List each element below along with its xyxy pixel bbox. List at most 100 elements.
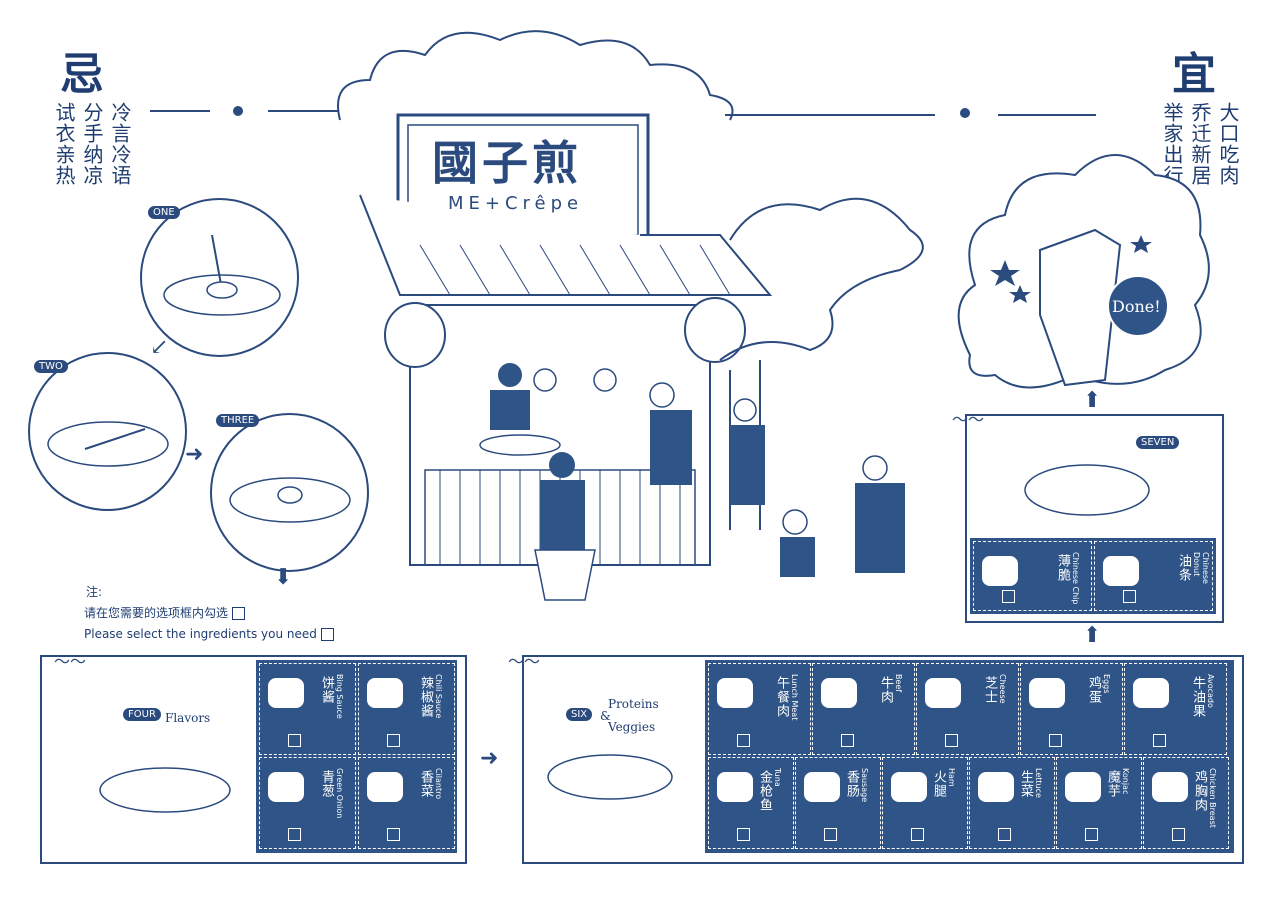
cheese-icon: [925, 678, 961, 708]
ingredient-checkbox[interactable]: [841, 734, 854, 747]
suitable-line-1: 大口吃肉: [1216, 102, 1240, 186]
beef-icon: [821, 678, 857, 708]
divider-line: [150, 110, 210, 112]
ingredient-en-label: Avocado: [1206, 674, 1215, 708]
avoid-line-1: 冷言冷语: [108, 102, 132, 186]
ingredient-cn-label: 牛油果: [1190, 676, 1205, 718]
ingredient-cn-label: 芝士: [982, 676, 997, 704]
divider-line: [998, 114, 1096, 116]
ingredient-checkbox[interactable]: [387, 734, 400, 747]
tree-and-family-illustration: [719, 197, 924, 577]
note-instruction-en: Please select the ingredients you need: [84, 627, 334, 641]
ingredient-cn-label: 香肠: [844, 770, 859, 798]
step-one-label: ONE: [148, 206, 180, 219]
step-two-text: TWO: [39, 361, 63, 372]
step-one-circle: [140, 198, 299, 357]
ingredient-en-label: Chinese Donut: [1192, 552, 1210, 584]
ingredient-cn-label: 鸡蛋: [1086, 676, 1101, 704]
seven-crepe-illustration: [1024, 464, 1150, 516]
ingredient-en-label: Beef: [894, 674, 903, 693]
divider-line: [725, 114, 935, 116]
cloud-ornament-icon: 〜〜: [54, 652, 87, 671]
checkbox-sample-icon: [320, 628, 334, 641]
ingredient-checkbox[interactable]: [737, 734, 750, 747]
ingredient-checkbox[interactable]: [387, 828, 400, 841]
ingredient-checkbox[interactable]: [288, 828, 301, 841]
ingredient-en-label: Green Onion: [335, 768, 344, 819]
suitable-line-3: 举家出行: [1160, 102, 1184, 186]
arrow-up-icon: ⬆: [1083, 623, 1102, 648]
cloud-ornament-icon: 〜〜: [952, 410, 985, 429]
ingredient-cn-label: 辣椒酱: [418, 676, 433, 718]
step-four-text: FOUR: [128, 709, 156, 720]
step-six-text: SIX: [571, 709, 588, 720]
batter-spoon-illustration: [163, 234, 281, 316]
note-instruction-cn: 请在您需要的选项框内勾选: [84, 604, 246, 621]
proteins-title: Proteins: [608, 697, 659, 711]
ingredient-checkbox[interactable]: [1153, 734, 1166, 747]
step-three-label: THREE: [216, 414, 260, 427]
ingredient-checkbox[interactable]: [1123, 590, 1136, 603]
suitable-character: 宜: [1172, 49, 1216, 100]
lunch-meat-icon: [717, 678, 753, 708]
ingredient-cn-label: 青葱: [319, 770, 334, 798]
arrow-right-icon: ➜: [480, 746, 499, 771]
avoid-character: 忌: [60, 49, 104, 100]
sausage-icon: [804, 772, 840, 802]
done-cloud-illustration: [957, 154, 1210, 389]
ingredient-en-label: Tuna: [773, 768, 782, 787]
spread-batter-illustration: [47, 421, 169, 467]
tuna-icon: [717, 772, 753, 802]
ingredient-checkbox[interactable]: [288, 734, 301, 747]
chip-icon: [982, 556, 1018, 586]
crepe-stall-illustration: [359, 113, 773, 601]
cilantro-icon: [367, 772, 403, 802]
proteins-amp: &: [600, 709, 611, 723]
crack-egg-illustration: [229, 477, 351, 523]
ingredient-checkbox[interactable]: [1172, 828, 1185, 841]
lettuce-icon: [978, 772, 1014, 802]
arrow-down-icon: ↙: [150, 335, 169, 360]
ham-icon: [891, 772, 927, 802]
ingredient-checkbox[interactable]: [824, 828, 837, 841]
ingredient-checkbox[interactable]: [998, 828, 1011, 841]
ingredient-en-label: Chili Sauce: [434, 674, 443, 719]
ingredient-cn-label: 鸡胸肉: [1192, 770, 1207, 812]
ingredient-checkbox[interactable]: [1085, 828, 1098, 841]
done-badge: Done!: [1112, 297, 1161, 316]
donut-icon: [1103, 556, 1139, 586]
ingredient-checkbox[interactable]: [737, 828, 750, 841]
ingredient-checkbox[interactable]: [1049, 734, 1062, 747]
ingredient-cn-label: 香菜: [418, 770, 433, 798]
ingredient-checkbox[interactable]: [911, 828, 924, 841]
note-en-text: Please select the ingredients you need: [84, 627, 317, 641]
step-two-circle: [28, 352, 187, 511]
ingredient-cn-label: 生菜: [1018, 770, 1033, 798]
ingredient-checkbox[interactable]: [945, 734, 958, 747]
note-cn-text: 请在您需要的选项框内勾选: [84, 606, 229, 620]
divider-line: [268, 110, 338, 112]
flavor-crepe-illustration: [99, 767, 231, 813]
protein-crepe-illustration: [547, 754, 673, 800]
step-three-text: THREE: [221, 415, 255, 426]
arrow-up-icon: ⬆: [1083, 388, 1102, 413]
ingredient-checkbox[interactable]: [1002, 590, 1015, 603]
divider-dot: [960, 108, 970, 118]
